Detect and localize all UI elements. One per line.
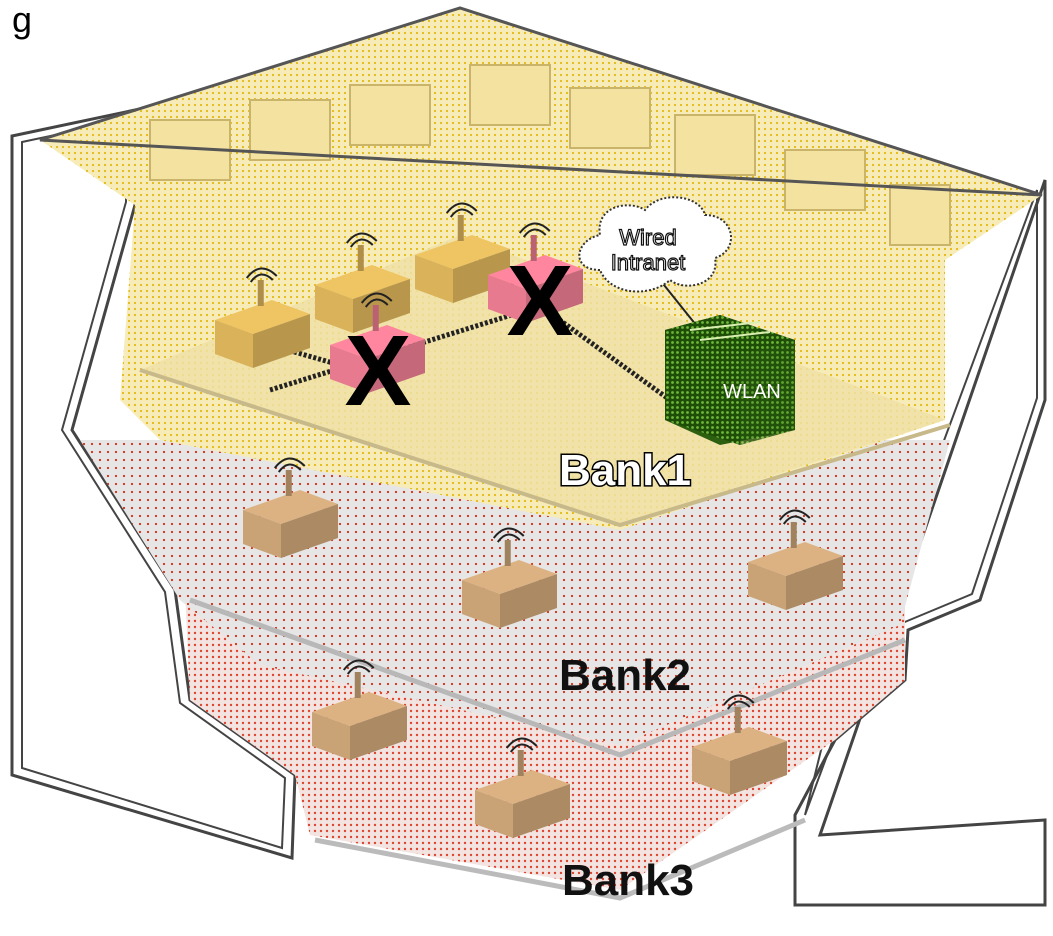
bank1-ap bbox=[215, 267, 310, 368]
bank1-windows bbox=[149, 64, 951, 246]
bank2-ap bbox=[243, 457, 338, 558]
bank1-ap-failed bbox=[330, 292, 425, 393]
wired-intranet-cloud: Wired Intranet bbox=[578, 196, 732, 293]
bank2-ap bbox=[748, 509, 843, 610]
bank2-ap bbox=[462, 527, 557, 628]
wlan-controller: WLAN bbox=[665, 315, 795, 445]
bank-labels: Bank1 Bank2 Bank3 bbox=[557, 445, 694, 906]
bank2-label: Bank2 bbox=[559, 651, 691, 700]
failure-marks: X X bbox=[345, 245, 574, 427]
bank1-ap bbox=[315, 232, 410, 333]
cloud-label-wired: Wired bbox=[619, 225, 676, 250]
failure-mark-1: X bbox=[345, 315, 412, 427]
bank3-ap bbox=[312, 659, 407, 760]
bank1-label: Bank1 bbox=[559, 446, 691, 495]
failure-mark-2: X bbox=[507, 245, 574, 357]
bank3-ap bbox=[475, 737, 570, 838]
bank1-ap bbox=[415, 202, 510, 303]
bank3-ap bbox=[692, 694, 787, 795]
wlan-label: WLAN bbox=[723, 381, 781, 403]
bank3-label: Bank3 bbox=[562, 856, 694, 905]
cloud-label-intranet: Intranet bbox=[611, 250, 686, 275]
bank1-ap-failed bbox=[488, 222, 583, 323]
diagram-title: g bbox=[12, 0, 33, 40]
access-points bbox=[215, 202, 843, 838]
